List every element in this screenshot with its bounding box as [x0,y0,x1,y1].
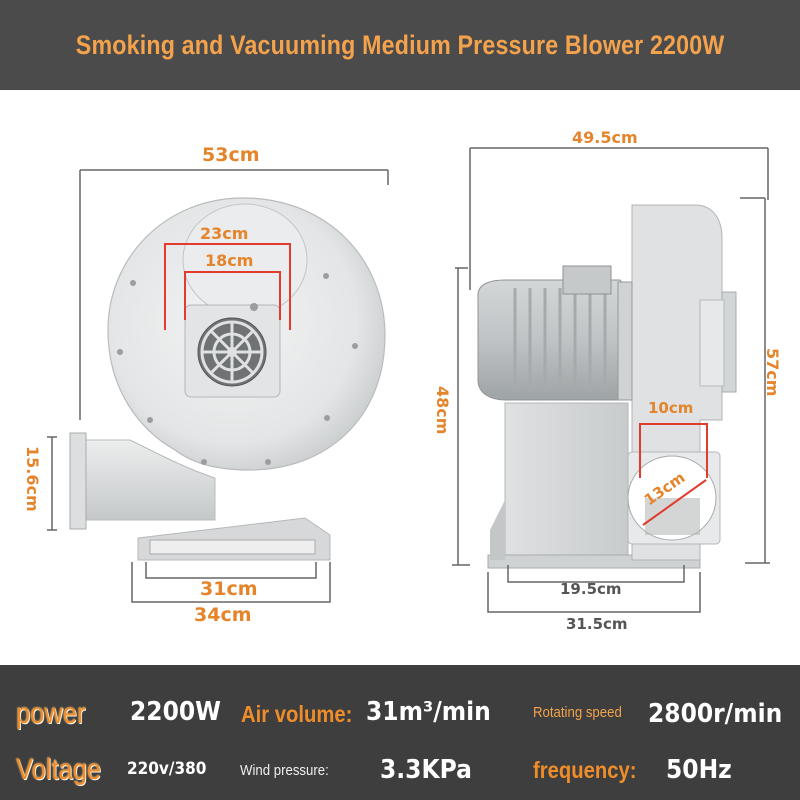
front-outlet-pipe [79,439,216,521]
voltage-label: Voltage [16,753,102,786]
front-inlet-dimension [164,243,291,330]
front-inner-inlet-label: 18cm [205,251,254,270]
front-base-inner-label: 31cm [200,578,258,600]
frequency-value: 50Hz [666,755,732,785]
motor-terminal-box [562,265,612,295]
side-stand [504,402,629,561]
side-view [452,147,770,613]
specs-banner: power 2200W Air volume: 31m³/min Rotatin… [0,665,800,800]
front-view [47,169,389,603]
front-outlet-label: 15.6cm [23,446,42,512]
side-outlet-width-label: 10cm [648,399,694,417]
side-outlet-dimension [639,423,708,526]
power-label: power [16,697,86,730]
front-base-outer-label: 34cm [194,604,252,626]
air-volume-value: 31m³/min [366,697,491,727]
blower-drawing [47,147,770,613]
page-title: Smoking and Vacuuming Medium Pressure Bl… [75,29,725,60]
rotating-speed-label: Rotating speed [533,704,622,721]
front-base-plate [149,539,316,555]
motor-fins [513,288,607,392]
front-outlet-flange [69,432,87,530]
rotating-speed-value: 2800r/min [648,699,783,729]
voltage-value: 220v/380 [127,759,207,779]
side-base-inner-label: 19.5cm [560,580,622,598]
front-bolts [117,273,358,465]
wind-pressure-value: 3.3KPa [380,755,472,785]
title-banner: Smoking and Vacuuming Medium Pressure Bl… [0,0,800,90]
front-dimension-lines [47,169,389,603]
frequency-label: frequency: [533,757,637,783]
front-width-label: 53cm [202,144,260,166]
side-base-outer-label: 31.5cm [566,615,628,633]
wind-pressure-label: Wind pressure: [240,762,329,779]
power-value: 2200W [130,697,221,727]
air-volume-label: Air volume: [241,701,353,727]
side-total-height-label: 57cm [763,348,782,397]
product-illustration: 53cm 23cm 18cm 15.6cm 31cm 34cm 49.5cm 4… [0,90,800,665]
side-motor-height-label: 48cm [433,386,452,435]
front-outer-inlet-label: 23cm [200,224,249,243]
side-total-width-label: 49.5cm [572,128,638,147]
side-dimension-lines [452,147,770,613]
